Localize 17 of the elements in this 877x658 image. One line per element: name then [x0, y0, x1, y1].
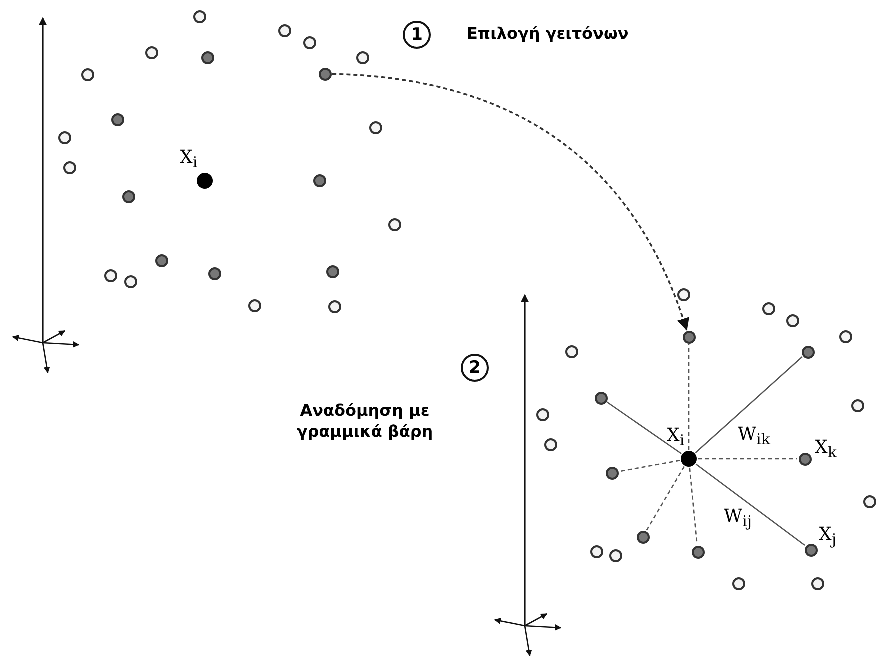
connector-line — [619, 460, 680, 472]
connector-line — [606, 402, 682, 454]
step-number: 1 — [403, 21, 431, 49]
step-number: 2 — [461, 354, 489, 382]
point-label: X$_{k}$ — [815, 439, 837, 461]
point-label: X$_{j}$ — [819, 526, 836, 548]
connector-line — [695, 356, 803, 454]
arrow — [332, 73, 689, 332]
edge-label: W$_{ij}$ — [724, 508, 752, 530]
connector-line — [698, 458, 798, 460]
connector-line — [688, 344, 690, 450]
connector-line — [646, 466, 685, 531]
point-label: X$_{i}$ — [180, 149, 198, 171]
step-caption: Επιλογή γειτόνων — [467, 24, 629, 45]
point-label: X$_{i}$ — [667, 427, 685, 449]
step-caption: Αναδόμηση με γραμμικά βάρη — [296, 401, 434, 443]
connector-line — [696, 464, 806, 546]
